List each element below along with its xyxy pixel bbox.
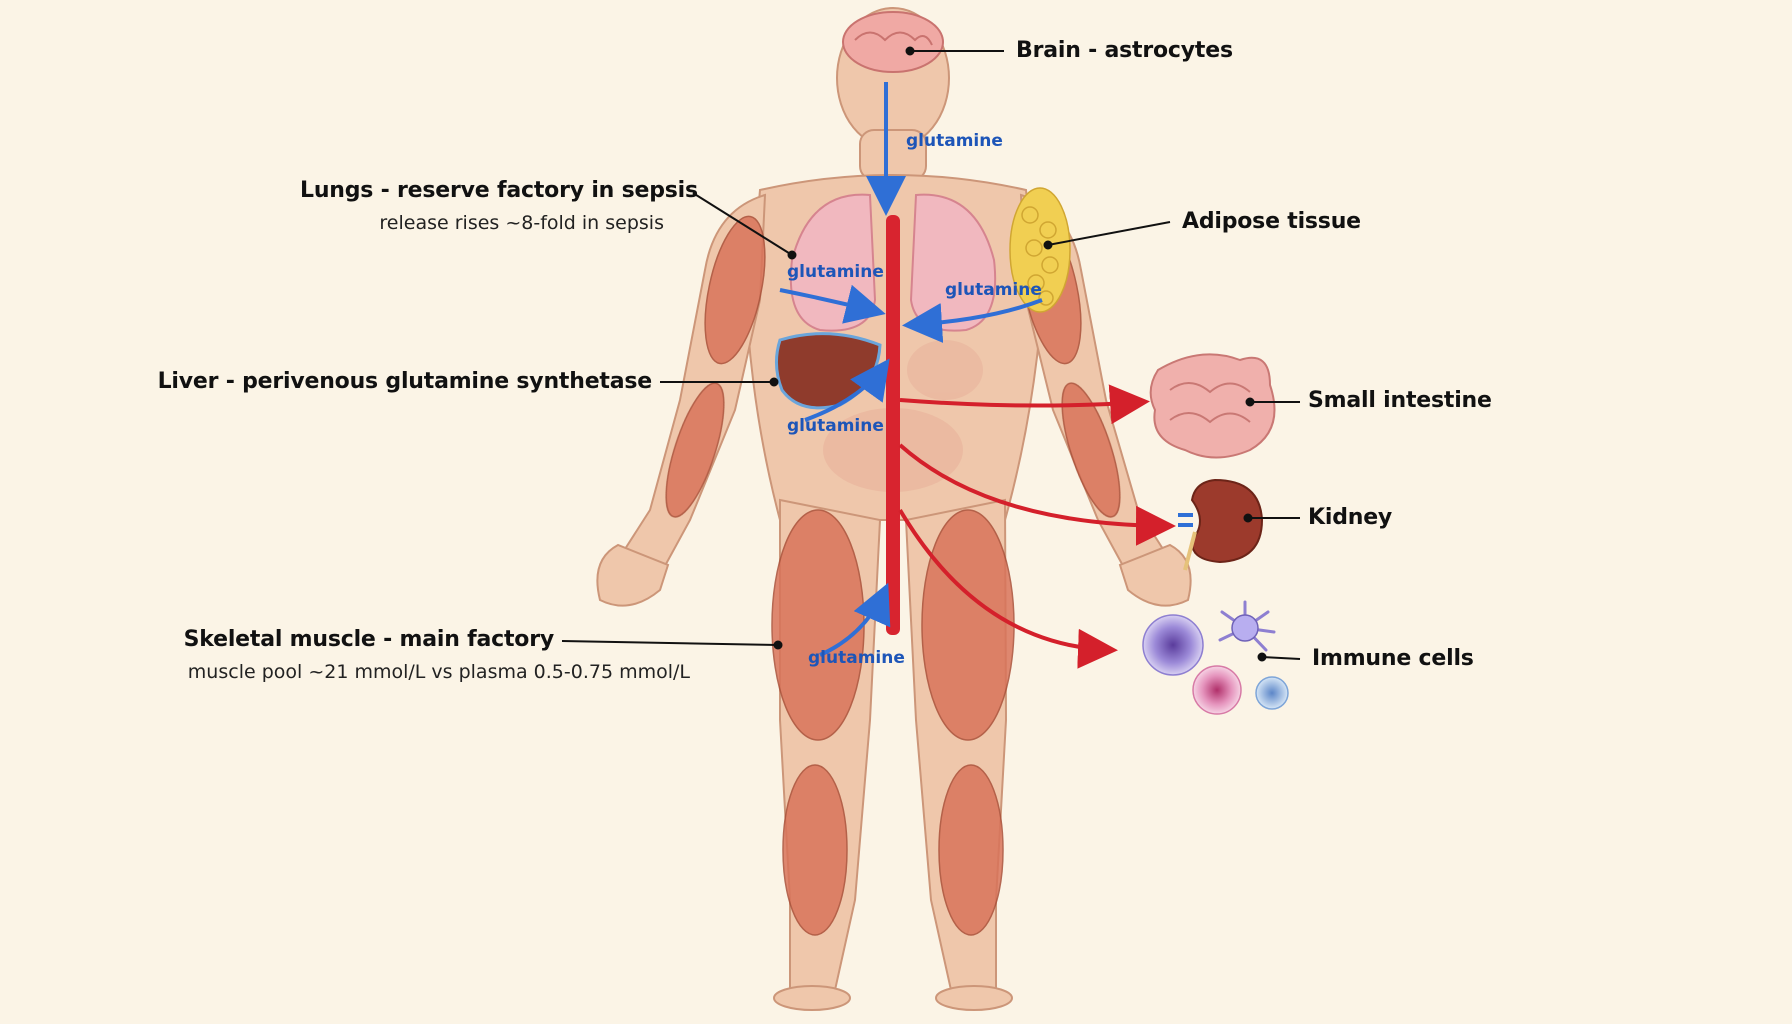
immune-cells-label: Immune cells	[1312, 646, 1474, 671]
lungs-supply-arrow	[779, 284, 886, 324]
muscle-note: muscle pool ~21 mmol/L vs plasma 0.5-0.7…	[187, 661, 690, 683]
muscle-icon	[665, 215, 1121, 936]
brain-label: Brain - astrocytes	[1016, 38, 1233, 63]
leader-lines	[561, 46, 1301, 662]
liver-label: Liver - perivenous glutamine synthetase	[157, 369, 653, 394]
lungs-flow-label: glutamine	[787, 262, 884, 282]
brain-icon	[842, 11, 944, 73]
adipose-icon	[1009, 187, 1071, 313]
small-intestine-label: Small intestine	[1308, 388, 1492, 413]
muscle-flow-label: glutamine	[808, 648, 905, 668]
liver-flow-label: glutamine	[787, 416, 884, 436]
muscle-label: Skeletal muscle - main factory	[183, 627, 555, 652]
muscle-supply-arrow	[819, 582, 891, 657]
lungs-note: release rises ~8-fold in sepsis	[379, 212, 664, 234]
liver-supply-arrow	[804, 358, 890, 422]
intestine-icon	[1149, 353, 1276, 459]
brain-flow-label: glutamine	[906, 131, 1003, 151]
supply-arrows	[779, 82, 1043, 657]
adipose-flow-label: glutamine	[945, 280, 1042, 300]
adipose-supply-arrow	[902, 298, 1043, 343]
immune-cell-icon	[1142, 600, 1289, 715]
kidney-icon	[1178, 478, 1264, 571]
kidney-label: Kidney	[1308, 505, 1393, 530]
consumer-arrows	[898, 384, 1176, 669]
kidney-arrow	[898, 443, 1176, 546]
blood-vessel	[886, 215, 900, 635]
immune-arrow	[898, 508, 1118, 669]
lungs-label: Lungs - reserve factory in sepsis	[300, 178, 698, 203]
adipose-label: Adipose tissue	[1182, 209, 1361, 234]
intestine-arrow	[899, 384, 1150, 425]
